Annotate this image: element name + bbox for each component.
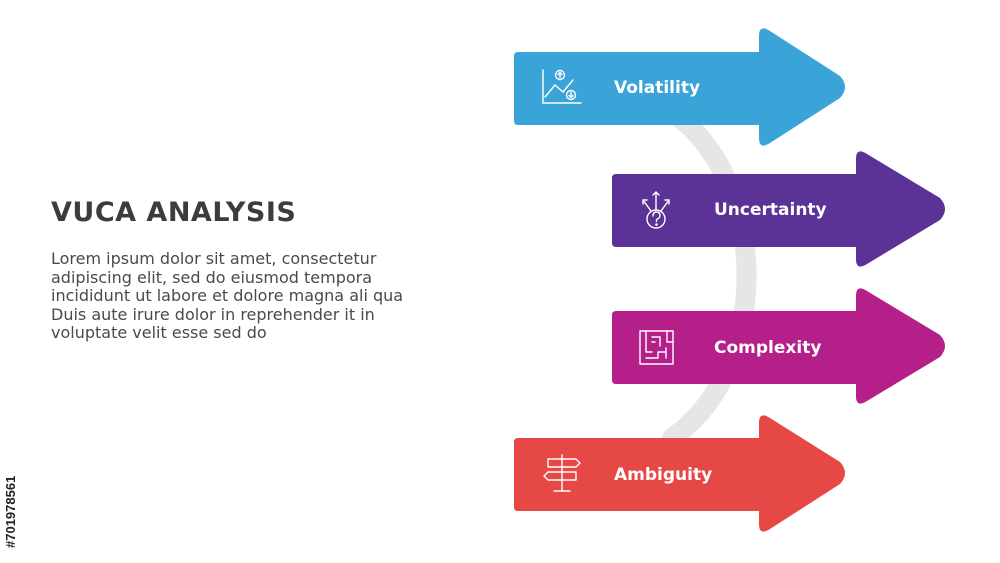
question-arrows-icon — [642, 191, 670, 229]
label-uncertainty: Uncertainty — [714, 200, 827, 220]
description-text: Lorem ipsum dolor sit amet, consectetur … — [51, 249, 404, 342]
maze-icon — [639, 330, 674, 365]
label-ambiguity: Ambiguity — [614, 465, 712, 485]
arrow-shape-ambiguity — [514, 415, 845, 532]
arrow-uncertainty[interactable]: Uncertainty — [612, 151, 945, 267]
arrow-ambiguity[interactable]: Ambiguity — [514, 415, 845, 532]
curved-connector — [662, 108, 757, 448]
page-title: VUCA ANALYSIS — [51, 197, 297, 228]
arrow-complexity[interactable]: Complexity — [612, 288, 945, 404]
label-complexity: Complexity — [714, 338, 821, 358]
arrow-shape-uncertainty — [612, 151, 945, 267]
label-volatility: Volatility — [614, 78, 700, 98]
arrow-volatility[interactable]: Volatility — [514, 28, 845, 146]
arrow-shape-complexity — [612, 288, 945, 404]
arrow-shape-volatility — [514, 28, 845, 146]
chart-up-down-icon — [542, 69, 582, 104]
signpost-icon — [543, 454, 581, 492]
